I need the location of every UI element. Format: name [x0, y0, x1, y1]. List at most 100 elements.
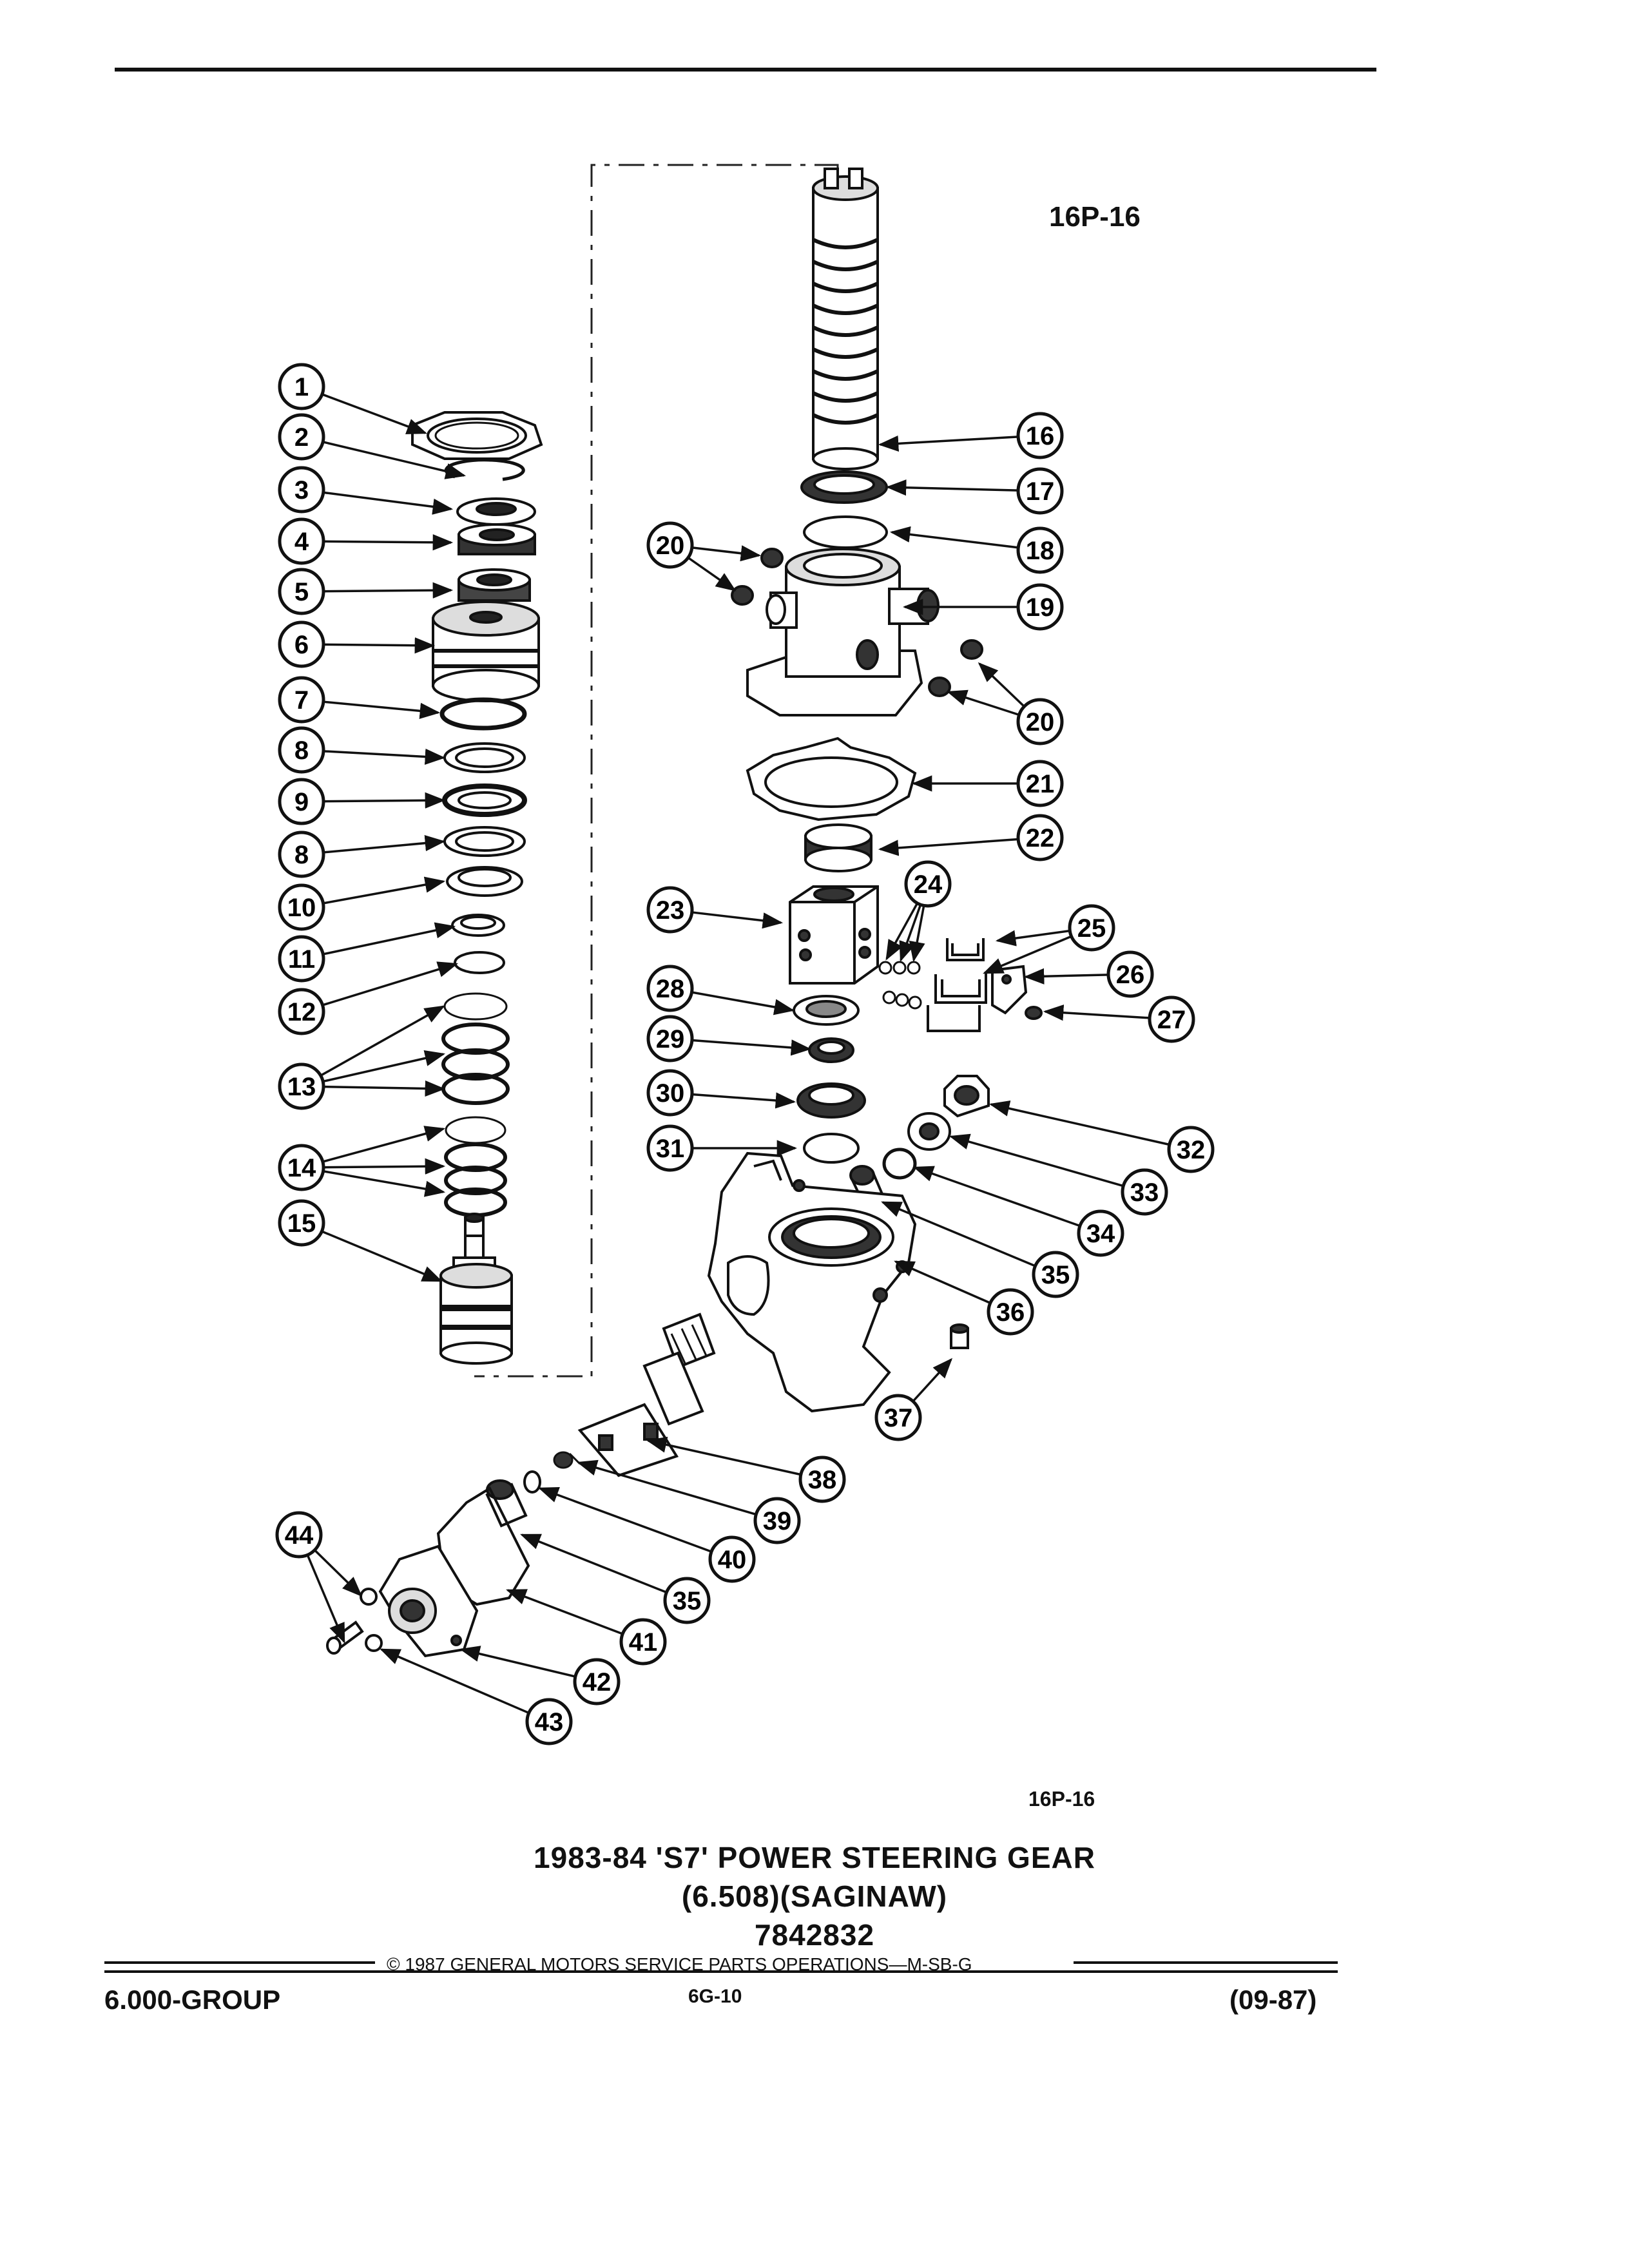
- leader-line-c28-0: [691, 991, 795, 1015]
- callout-circle-c18: [1016, 526, 1064, 574]
- callout-c25: 25: [1068, 904, 1115, 952]
- callout-c16: 16: [1016, 412, 1064, 459]
- part-17-seal: [800, 470, 888, 504]
- callout-c32: 32: [1167, 1126, 1215, 1173]
- callout-circle-c28: [646, 965, 694, 1012]
- part-20-plugs: [731, 548, 983, 697]
- callout-label-c39: 39: [763, 1507, 792, 1535]
- part-1-adjuster-plug-nut: [411, 411, 543, 460]
- callout-label-c16: 16: [1026, 422, 1055, 450]
- callout-label-c34: 34: [1086, 1220, 1115, 1248]
- callout-c2: 2: [278, 413, 325, 461]
- callout-c17: 17: [1016, 467, 1064, 515]
- leader-line-c17-0: [885, 479, 1019, 496]
- callout-label-c7: 7: [294, 686, 309, 715]
- part-40-lock-ring: [523, 1470, 541, 1494]
- callout-c12: 12: [278, 988, 325, 1035]
- leader-line-c5-0: [323, 582, 454, 599]
- callout-circle-c38: [798, 1456, 846, 1503]
- callout-label-c38: 38: [808, 1466, 837, 1494]
- callout-c15: 15: [278, 1199, 325, 1247]
- callout-label-c33: 33: [1130, 1178, 1159, 1207]
- callout-c42: 42: [573, 1658, 621, 1706]
- leader-line-c32-0: [988, 1100, 1170, 1146]
- part-8-thrust-washer: [443, 742, 526, 773]
- callout-label-c35a: 35: [1041, 1261, 1070, 1289]
- callout-c20b: 20: [1016, 698, 1064, 745]
- callout-c1: 1: [278, 363, 325, 410]
- callout-c27: 27: [1148, 995, 1195, 1043]
- leader-line-c1-0: [322, 393, 427, 434]
- leader-line-c30-0: [691, 1092, 796, 1109]
- callout-circle-c27: [1148, 995, 1195, 1043]
- leader-line-c20b-0: [978, 662, 1025, 707]
- part-37-plug: [950, 1323, 969, 1349]
- callout-circle-c24: [904, 860, 952, 908]
- callout-label-c25: 25: [1077, 914, 1106, 943]
- dashed-bracket: [474, 164, 839, 1378]
- callout-c30: 30: [646, 1069, 694, 1117]
- callout-c28: 28: [646, 965, 694, 1012]
- callout-label-c28: 28: [656, 975, 685, 1003]
- callout-label-c19: 19: [1026, 593, 1055, 622]
- part-24-balls: [878, 961, 922, 1010]
- callout-label-c5: 5: [294, 578, 309, 606]
- part-13-rings: [441, 992, 510, 1105]
- leader-line-c35b-0: [520, 1533, 668, 1594]
- callout-circle-c30: [646, 1069, 694, 1117]
- part-42-side-cover: [378, 1544, 479, 1658]
- part-7-o-ring: [439, 697, 527, 731]
- callout-label-c40: 40: [718, 1546, 747, 1574]
- callout-label-c35b: 35: [673, 1587, 702, 1615]
- callout-label-c17: 17: [1026, 477, 1055, 506]
- callout-label-c22: 22: [1026, 824, 1055, 852]
- callout-c44: 44: [275, 1511, 323, 1559]
- leader-line-c44-0: [314, 1549, 363, 1597]
- part-28-seal: [793, 995, 860, 1026]
- callout-c21: 21: [1016, 760, 1064, 807]
- leader-line-c8b-0: [323, 835, 446, 854]
- callout-label-c10: 10: [287, 894, 316, 922]
- leader-line-c35a-0: [881, 1201, 1036, 1267]
- leader-line-c29-0: [691, 1039, 812, 1056]
- leader-line-c24-1: [899, 904, 922, 962]
- callout-circle-c39: [753, 1497, 801, 1544]
- leader-line-c3-0: [323, 491, 454, 515]
- callout-circle-c20a: [646, 521, 694, 569]
- leader-line-c7-0: [323, 700, 441, 719]
- callout-circle-c36: [987, 1288, 1034, 1336]
- part-16-worm-shaft: [812, 168, 879, 470]
- part-9-thrust-bearing: [442, 783, 527, 817]
- callout-label-c12: 12: [287, 998, 316, 1026]
- leader-line-c10-0: [323, 876, 446, 905]
- callout-c11: 11: [278, 935, 325, 983]
- callout-circle-c42: [573, 1658, 621, 1706]
- part-5-bearing: [458, 568, 531, 602]
- callout-circle-c19: [1016, 583, 1064, 631]
- callout-c43: 43: [525, 1698, 573, 1745]
- callout-label-c13: 13: [287, 1073, 316, 1101]
- callout-c33: 33: [1121, 1168, 1168, 1216]
- callout-c22: 22: [1016, 814, 1064, 861]
- leader-line-c15-0: [321, 1230, 443, 1282]
- callout-label-c26: 26: [1116, 961, 1145, 989]
- leader-line-c16-0: [878, 435, 1019, 452]
- callout-circle-c25: [1068, 904, 1115, 952]
- callout-circle-c7: [278, 676, 325, 724]
- callout-c34: 34: [1077, 1209, 1124, 1257]
- diagram-title-line-2: (6.508)(SAGINAW): [681, 1879, 948, 1913]
- callout-circle-c3: [278, 466, 325, 514]
- callout-c36: 36: [987, 1288, 1034, 1336]
- leader-line-c18-0: [889, 526, 1019, 549]
- callout-circle-c35a: [1032, 1251, 1079, 1298]
- callout-label-c8a: 8: [294, 736, 309, 765]
- part-31-cap: [803, 1133, 860, 1164]
- callout-circle-c14: [278, 1144, 325, 1191]
- callout-circle-c34: [1077, 1209, 1124, 1257]
- leader-line-c13-0: [320, 1005, 445, 1077]
- callout-circle-c22: [1016, 814, 1064, 861]
- part-23-rack-piston: [789, 885, 879, 985]
- leader-line-c43-0: [380, 1648, 530, 1715]
- diagram-title-line-1: 1983-84 'S7' POWER STEERING GEAR: [534, 1841, 1095, 1874]
- callout-c23: 23: [646, 886, 694, 934]
